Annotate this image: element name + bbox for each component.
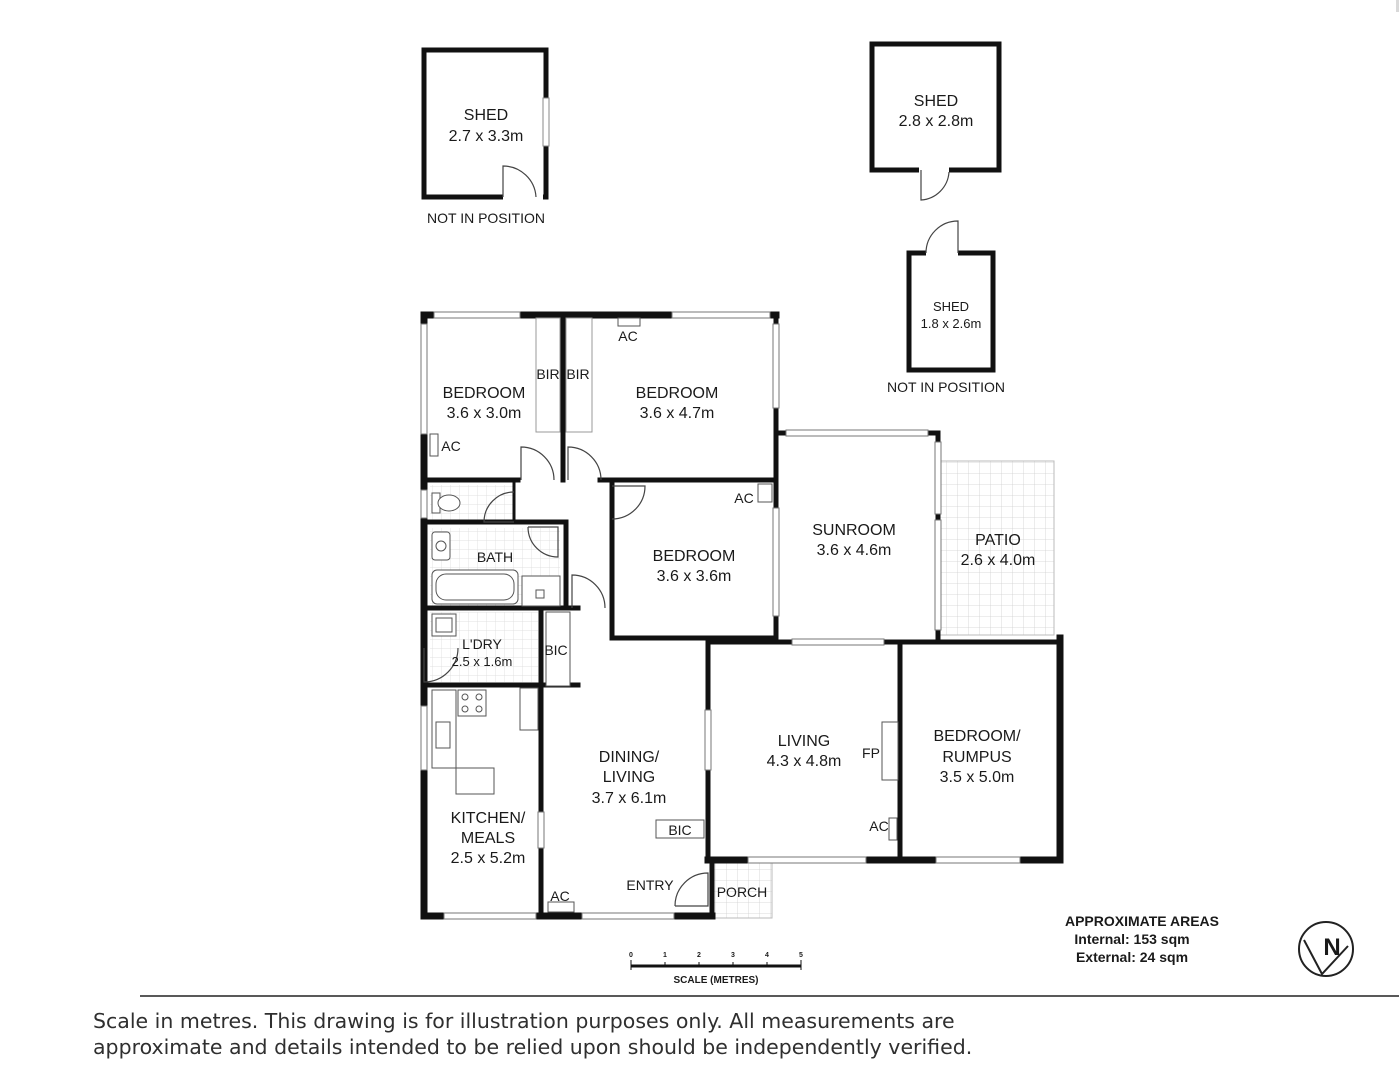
bedroom-1-name: BEDROOM	[443, 385, 526, 402]
bic-label-1: BIC	[544, 642, 567, 658]
bedroom-2-size: 3.6 x 4.7m	[640, 405, 715, 422]
fp-label: FP	[862, 745, 880, 761]
kitchen-name-2: MEALS	[461, 830, 515, 847]
shed-2-name: SHED	[914, 93, 958, 110]
shed-3-name: SHED	[933, 299, 969, 314]
shed-3-size: 1.8 x 2.6m	[921, 316, 982, 331]
doors	[423, 446, 709, 907]
dining-size: 3.7 x 6.1m	[592, 790, 667, 807]
bedroom-1-size: 3.6 x 3.0m	[447, 405, 522, 422]
disclaimer-line-2: approximate and details intended to be r…	[93, 1035, 973, 1059]
bir-label-1: BIR	[536, 366, 559, 382]
bedroom-3-name: BEDROOM	[653, 548, 736, 565]
kitchen-size: 2.5 x 5.2m	[451, 850, 526, 867]
scale-tick-0: 0	[629, 952, 633, 959]
rumpus-name-2: RUMPUS	[942, 749, 1011, 766]
scale-tick-1: 1	[663, 952, 667, 959]
disclaimer-line-1: Scale in metres. This drawing is for ill…	[93, 1009, 955, 1033]
scale-tick-3: 3	[731, 952, 735, 959]
edge-mark	[1396, 0, 1399, 12]
laundry-name: L'DRY	[462, 636, 502, 652]
patio: PATIO 2.6 x 4.0m	[939, 460, 1055, 636]
shed-3-note: NOT IN POSITION	[887, 379, 1005, 395]
laundry-size: 2.5 x 1.6m	[452, 654, 513, 669]
scale-tick-5: 5	[799, 952, 803, 959]
ac-label-bed3: AC	[734, 490, 753, 506]
ac-label-dining: AC	[550, 888, 569, 904]
ac-label-living: AC	[869, 818, 888, 834]
areas-internal: Internal: 153 sqm	[1074, 931, 1189, 947]
shed-1-name: SHED	[464, 107, 508, 124]
shed-1-size: 2.7 x 3.3m	[449, 128, 524, 145]
windows	[420, 311, 1021, 920]
fixtures	[429, 317, 899, 913]
rumpus-size: 3.5 x 5.0m	[940, 769, 1015, 786]
sunroom-name: SUNROOM	[812, 522, 896, 539]
scale-caption: SCALE (METRES)	[674, 975, 759, 986]
floor-plan: SHED 2.7 x 3.3m NOT IN POSITION SHED 2.8…	[140, 41, 1399, 997]
bedroom-3-size: 3.6 x 3.6m	[657, 568, 732, 585]
bic-label-2: BIC	[668, 822, 691, 838]
shed-2-size: 2.8 x 2.8m	[899, 113, 974, 130]
ac-label-bed1: AC	[441, 438, 460, 454]
north-compass-icon: N	[1298, 921, 1354, 977]
bir-label-2: BIR	[566, 366, 589, 382]
ac-label-bed2: AC	[618, 328, 637, 344]
shed-1-note: NOT IN POSITION	[427, 210, 545, 226]
rumpus-name-1: BEDROOM/	[933, 728, 1021, 745]
shed-2: SHED 2.8 x 2.8m	[869, 41, 1002, 201]
built-in-robes	[535, 317, 593, 433]
scale-tick-2: 2	[697, 952, 701, 959]
entry-name: ENTRY	[626, 877, 674, 893]
bath-name: BATH	[477, 549, 513, 565]
patio-size: 2.6 x 4.0m	[961, 552, 1036, 569]
sunroom-size: 3.6 x 4.6m	[817, 542, 892, 559]
living-size: 4.3 x 4.8m	[767, 753, 842, 770]
compass-letter: N	[1323, 934, 1340, 961]
porch-name: PORCH	[717, 884, 768, 900]
scale-tick-4: 4	[765, 952, 769, 959]
dining-name-2: LIVING	[603, 769, 655, 786]
living-name: LIVING	[778, 733, 830, 750]
areas-title: APPROXIMATE AREAS	[1065, 913, 1219, 929]
shed-1: SHED 2.7 x 3.3m NOT IN POSITION	[421, 47, 550, 226]
porch: PORCH	[711, 859, 773, 919]
scale-bar: 0 1 2 3 4 5 SCALE (METRES)	[629, 952, 803, 986]
areas-external: External: 24 sqm	[1076, 949, 1188, 965]
dining-name-1: DINING/	[599, 749, 660, 766]
patio-name: PATIO	[975, 532, 1021, 549]
kitchen-name-1: KITCHEN/	[451, 810, 526, 827]
disclaimer: Scale in metres. This drawing is for ill…	[93, 1008, 1193, 1060]
shed-3: SHED 1.8 x 2.6m NOT IN POSITION	[887, 220, 1005, 395]
bedroom-2-name: BEDROOM	[636, 385, 719, 402]
